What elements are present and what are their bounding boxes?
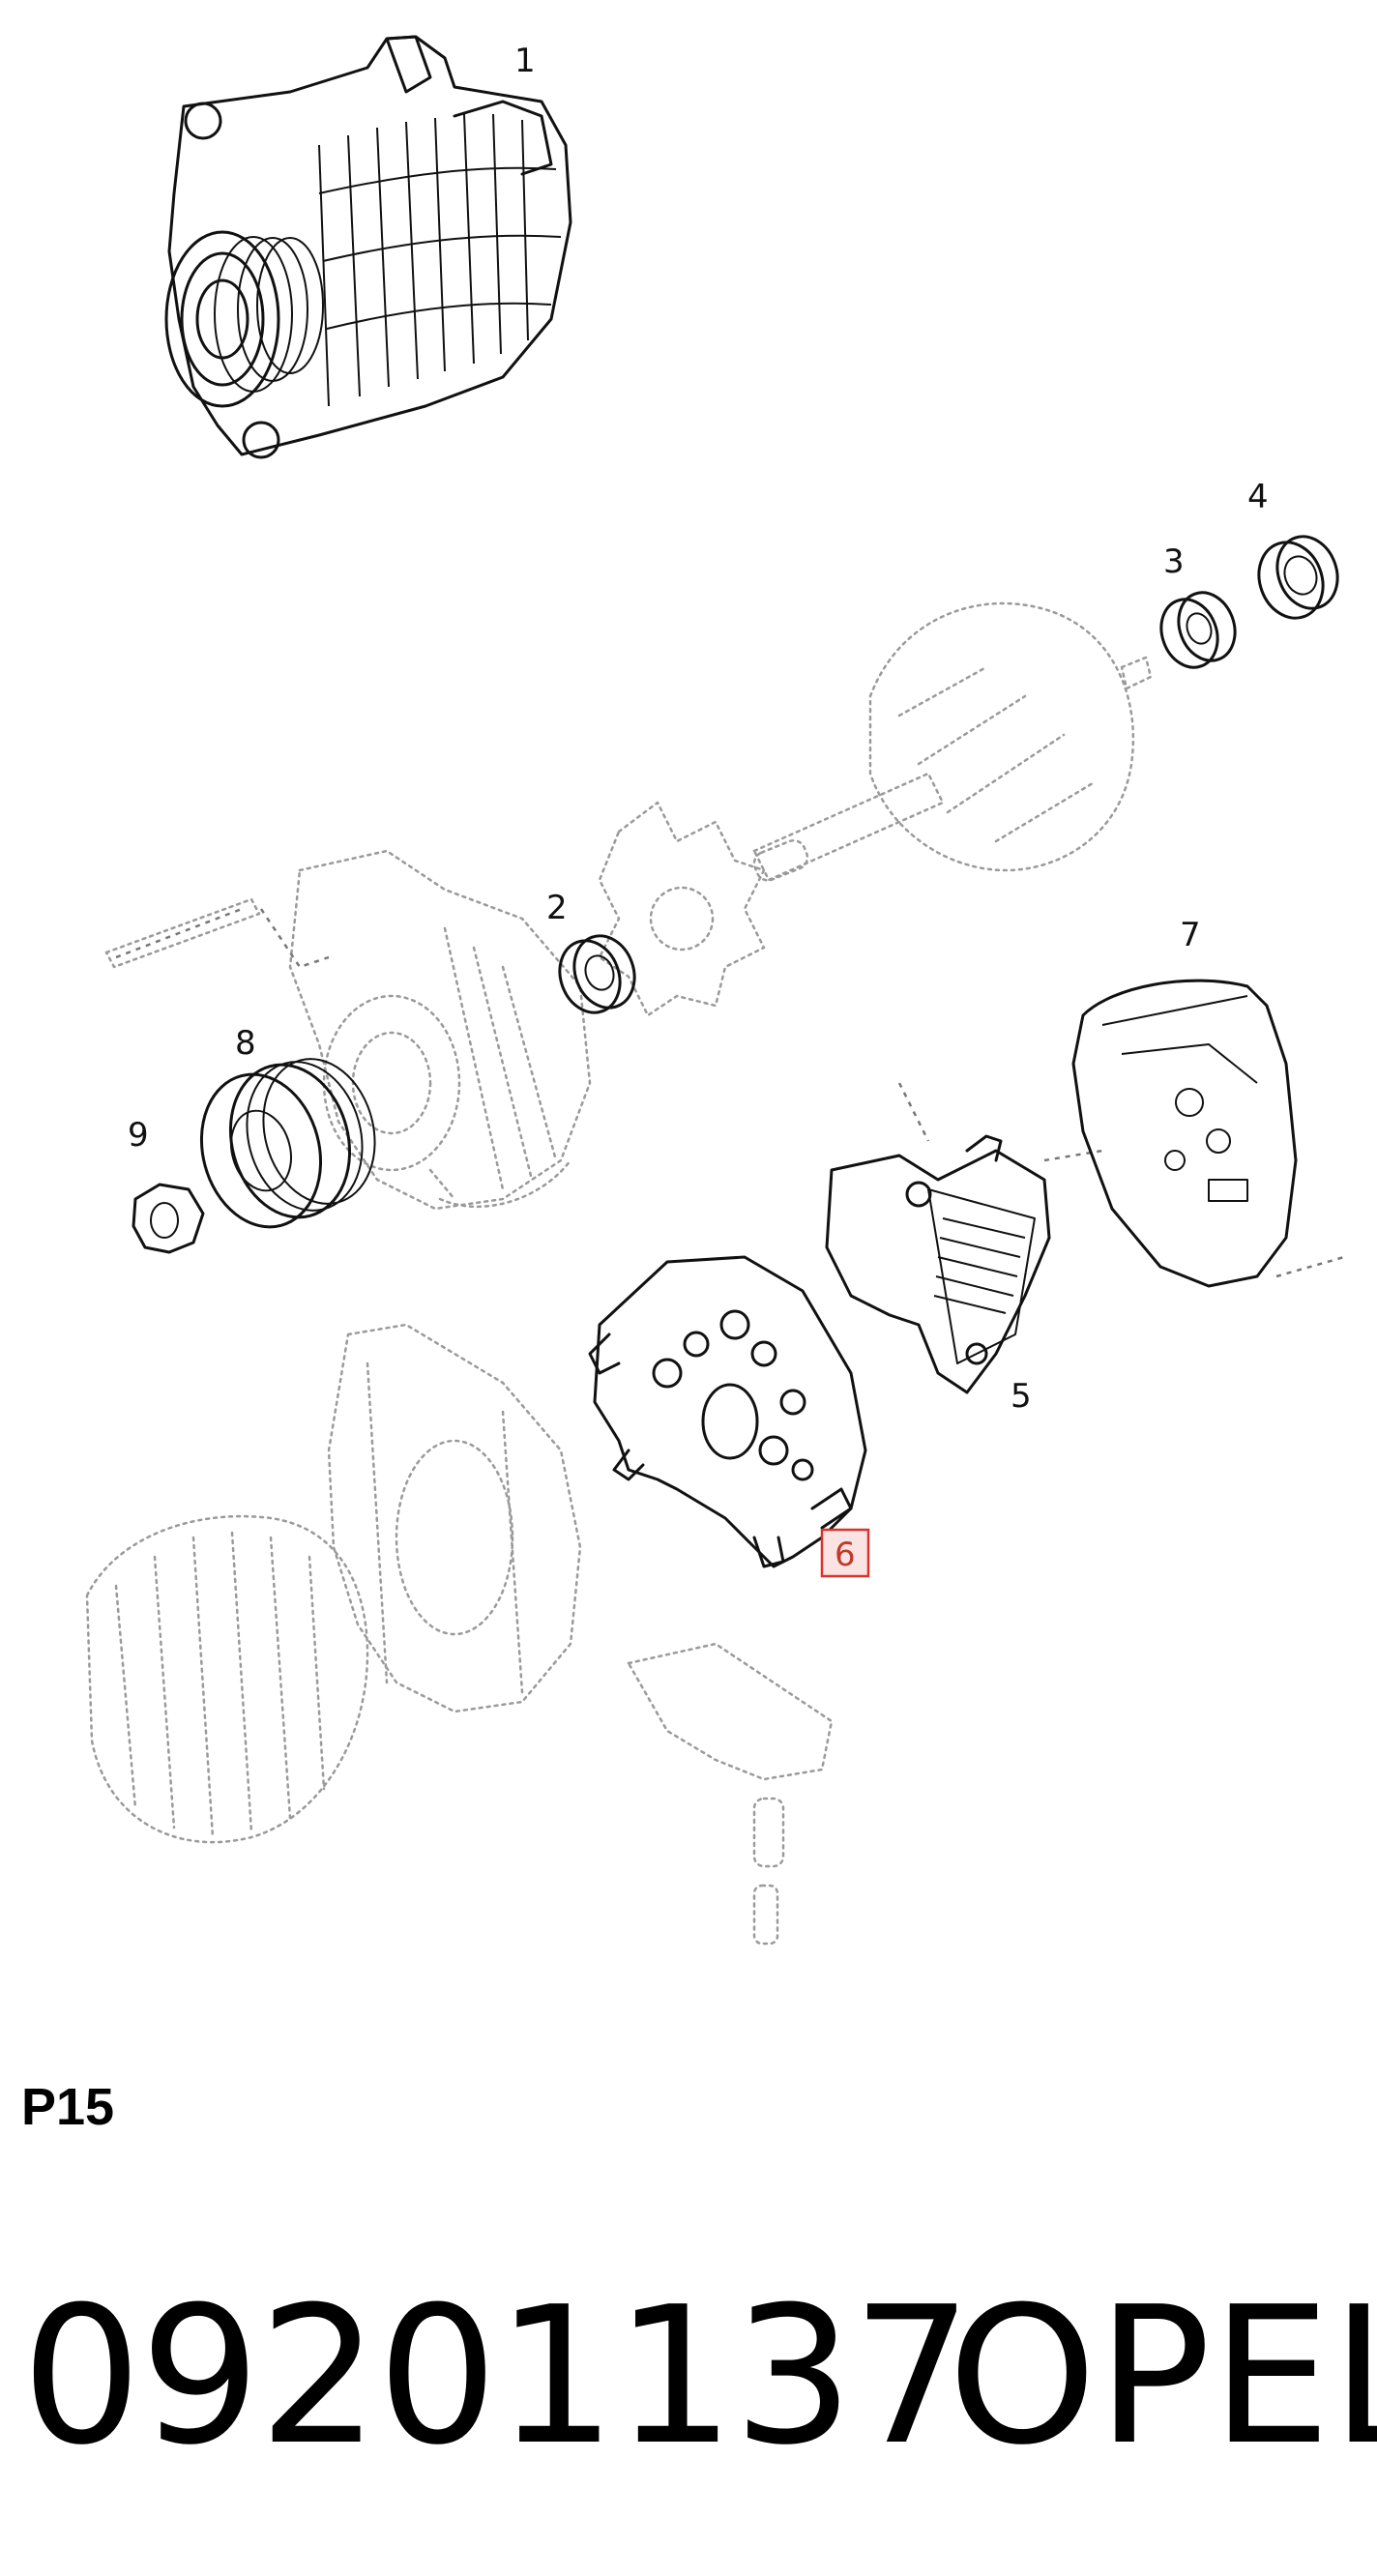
callout-4: 4 [1247, 478, 1269, 516]
callout-9: 9 [128, 1116, 149, 1155]
brand-name: OPEL [948, 2267, 1377, 2487]
cap-ring-4 [1257, 535, 1339, 620]
callout-1: 1 [514, 42, 536, 80]
rear-housing-ghost [327, 1323, 582, 1713]
callout-6-highlight: 6 [820, 1528, 870, 1578]
rectifier-plate-6 [588, 1255, 867, 1568]
page-code: P15 [21, 2078, 115, 2136]
fan-ghost [598, 801, 766, 1017]
callout-8: 8 [235, 1024, 256, 1063]
callout-3: 3 [1163, 542, 1185, 581]
nut-9 [132, 1183, 205, 1254]
rotor-ghost [752, 601, 1153, 882]
brush-holder-ghost [627, 1642, 834, 1946]
callout-6: 6 [835, 1536, 856, 1574]
stator-ghost [85, 1514, 369, 1844]
callout-5: 5 [1011, 1377, 1032, 1416]
callout-7: 7 [1180, 916, 1201, 954]
callout-labels: 1 2 3 4 5 7 8 9 [128, 42, 1269, 1416]
bearing-2 [558, 934, 636, 1014]
alternator-assembly [164, 35, 572, 459]
regulator-5 [825, 1082, 1103, 1394]
bearing-3 [1159, 591, 1237, 669]
callout-2: 2 [546, 889, 568, 927]
front-housing-ghost [104, 849, 592, 1211]
highlight-box [820, 1528, 870, 1578]
pulley-8 [199, 1058, 376, 1229]
rear-cover-7 [1071, 979, 1345, 1288]
part-number: 09201137 [21, 2267, 973, 2487]
